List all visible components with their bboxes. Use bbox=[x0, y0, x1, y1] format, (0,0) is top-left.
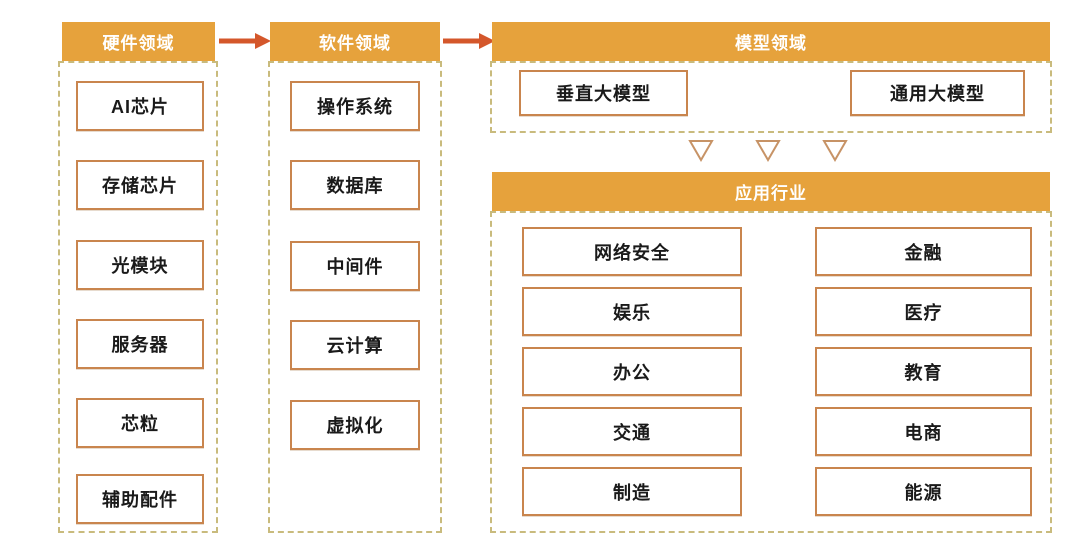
right-arrow-icon bbox=[443, 33, 495, 49]
software-item-database: 数据库 bbox=[290, 160, 420, 210]
hardware-domain-header: 硬件领域 bbox=[62, 22, 215, 61]
model-item-general-llm: 通用大模型 bbox=[850, 70, 1025, 116]
application-item-ecommerce: 电商 bbox=[815, 407, 1032, 456]
software-item-cloud: 云计算 bbox=[290, 320, 420, 370]
software-item-virtualization: 虚拟化 bbox=[290, 400, 420, 450]
hardware-item-accessories: 辅助配件 bbox=[76, 474, 204, 524]
software-domain-header: 软件领域 bbox=[270, 22, 440, 61]
hardware-domain-container bbox=[58, 61, 218, 533]
software-item-os: 操作系统 bbox=[290, 81, 420, 131]
hardware-item-storage-chip: 存储芯片 bbox=[76, 160, 204, 210]
triangle-down-icon bbox=[688, 140, 714, 162]
software-domain-container bbox=[268, 61, 442, 533]
application-item-medical: 医疗 bbox=[815, 287, 1032, 336]
model-domain-header: 模型领域 bbox=[492, 22, 1050, 61]
application-item-manufacturing: 制造 bbox=[522, 467, 742, 516]
application-item-cybersecurity: 网络安全 bbox=[522, 227, 742, 276]
hardware-item-ai-chip: AI芯片 bbox=[76, 81, 204, 131]
application-item-transportation: 交通 bbox=[522, 407, 742, 456]
triangle-down-icon bbox=[822, 140, 848, 162]
hardware-item-server: 服务器 bbox=[76, 319, 204, 369]
application-item-energy: 能源 bbox=[815, 467, 1032, 516]
application-industry-header: 应用行业 bbox=[492, 172, 1050, 211]
application-item-office: 办公 bbox=[522, 347, 742, 396]
right-arrow-icon bbox=[219, 33, 271, 49]
application-item-finance: 金融 bbox=[815, 227, 1032, 276]
application-item-entertainment: 娱乐 bbox=[522, 287, 742, 336]
hardware-item-chiplet: 芯粒 bbox=[76, 398, 204, 448]
hardware-item-optical-module: 光模块 bbox=[76, 240, 204, 290]
model-item-vertical-llm: 垂直大模型 bbox=[519, 70, 688, 116]
triangle-down-icon bbox=[755, 140, 781, 162]
software-item-middleware: 中间件 bbox=[290, 241, 420, 291]
application-item-education: 教育 bbox=[815, 347, 1032, 396]
